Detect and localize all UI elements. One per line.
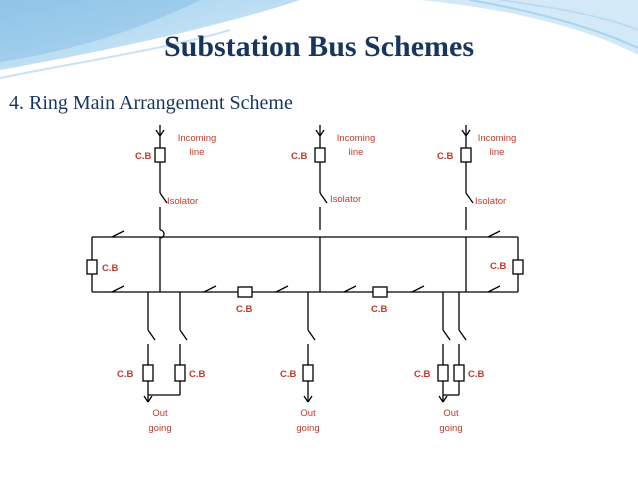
outgoing-label-middle-2: going — [296, 423, 319, 434]
outgoing-label-left-1: Out — [152, 408, 168, 419]
incoming-label-middle-1: Incoming — [337, 133, 376, 144]
incoming-feeder-right — [460, 125, 474, 230]
incoming-label-left-1: Incoming — [178, 133, 217, 144]
isolator-label-left: Isolator — [167, 196, 198, 207]
isolator-label-right: Isolator — [475, 196, 506, 207]
outgoing-feeder-middle — [302, 292, 316, 403]
cb-label-out-left-1: C.B — [117, 369, 134, 380]
outgoing-feeder-right-2 — [443, 292, 467, 396]
cb-label-section-right: C.B — [371, 304, 388, 315]
cb-label-out-middle: C.B — [280, 369, 297, 380]
outgoing-feeder-right-1 — [437, 292, 451, 403]
subtitle-text: Ring Main Arrangement Scheme — [29, 92, 293, 114]
bus-section-breaker-left — [203, 285, 289, 298]
subtitle-number: 4. — [9, 92, 24, 114]
cb-label-out-right-1: C.B — [414, 369, 431, 380]
outgoing-label-middle-1: Out — [300, 408, 316, 419]
incoming-label-right-2: line — [490, 147, 505, 158]
cb-label-incoming-middle: C.B — [291, 151, 308, 162]
outgoing-feeder-left-2 — [148, 292, 188, 396]
incoming-label-right-1: Incoming — [478, 133, 517, 144]
cb-label-out-right-2: C.B — [468, 369, 485, 380]
cb-label-incoming-right: C.B — [437, 151, 454, 162]
incoming-feeder-left — [154, 125, 168, 239]
outgoing-label-right-1: Out — [443, 408, 459, 419]
incoming-label-middle-2: line — [349, 147, 364, 158]
incoming-feeder-middle — [314, 125, 328, 230]
bus-section-breaker-right — [343, 285, 425, 298]
left-ring-breaker — [86, 230, 125, 293]
slide-title: Substation Bus Schemes — [163, 30, 475, 63]
slide-subtitle: 4. Ring Main Arrangement Scheme — [9, 92, 293, 115]
cb-label-incoming-left: C.B — [135, 151, 152, 162]
outgoing-feeder-left-1 — [142, 292, 156, 403]
cb-label-out-left-2: C.B — [189, 369, 206, 380]
cb-label-ring-left: C.B — [102, 263, 119, 274]
right-ring-breaker — [487, 230, 524, 293]
cb-label-section-left: C.B — [236, 304, 253, 315]
outgoing-label-right-2: going — [439, 423, 462, 434]
isolator-label-middle: Isolator — [330, 194, 361, 205]
incoming-label-left-2: line — [190, 147, 205, 158]
cb-label-ring-right: C.B — [490, 261, 507, 272]
outgoing-label-left-2: going — [148, 423, 171, 434]
